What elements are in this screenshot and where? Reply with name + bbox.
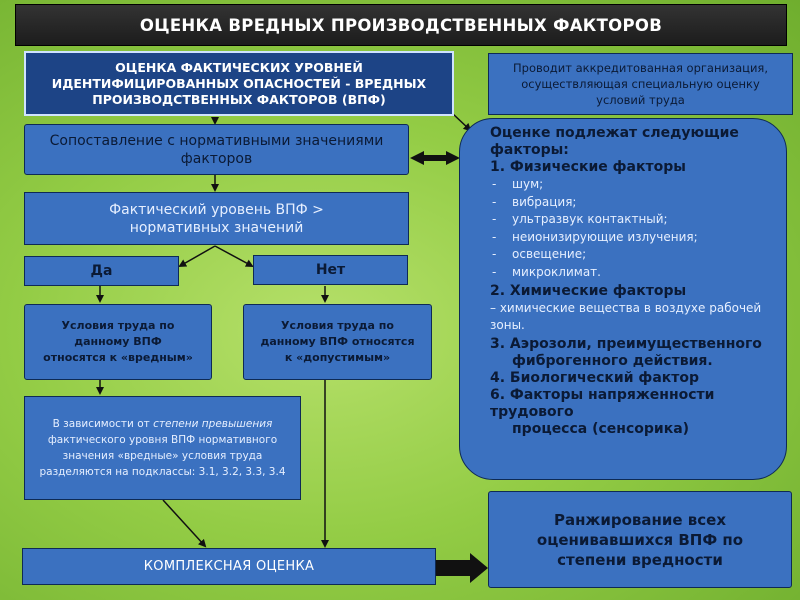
aerosol-heading-2: фиброгенного действия. xyxy=(512,353,713,369)
subclass-text-part2: степени превышения xyxy=(153,418,273,430)
labor-heading-2: процесса (сенсорика) xyxy=(512,421,690,437)
fat-arrow-complex-to-ranking xyxy=(436,553,488,583)
physical-item: ультразвук контактный; xyxy=(490,211,778,229)
chemical-text: – химические вещества в воздухе рабочей … xyxy=(490,301,762,332)
double-arrow-comparison-factors xyxy=(410,151,460,165)
chemical-heading: 2. Химические факторы xyxy=(490,283,687,299)
yes-text: Да xyxy=(90,263,113,279)
no-box: Нет xyxy=(253,255,408,285)
yes-box: Да xyxy=(24,256,179,286)
actual-level-text: Фактический уровень ВПФ > нормативных зн… xyxy=(109,201,324,236)
actual-level-box: Фактический уровень ВПФ > нормативных зн… xyxy=(24,192,409,245)
arrow-assessment-to-factors xyxy=(451,112,472,132)
arrow-actual-to-no xyxy=(214,245,254,267)
physical-item: шум; xyxy=(490,176,778,194)
comparison-box: Сопоставление с нормативными значениями … xyxy=(24,124,409,175)
factors-panel: Оценке подлежат следующие факторы: 1. Фи… xyxy=(459,118,787,480)
subclass-text-part3: фактического уровня ВПФ нормативного зна… xyxy=(39,434,286,478)
physical-item: вибрация; xyxy=(490,194,778,212)
subclass-text: В зависимости от степени превышения факт… xyxy=(35,416,290,480)
labor-heading-1: 6. Факторы напряженности трудового xyxy=(490,387,715,420)
physical-heading: 1. Физические факторы xyxy=(490,159,686,175)
physical-item: микроклимат. xyxy=(490,264,778,282)
acceptable-box: Условия труда по данному ВПФ относятся к… xyxy=(243,304,432,380)
harmful-box: Условия труда по данному ВПФ относятся к… xyxy=(24,304,212,380)
assessment-box: ОЦЕНКА ФАКТИЧЕСКИХ УРОВНЕЙ ИДЕНТИФИЦИРОВ… xyxy=(24,51,454,116)
assessment-text: ОЦЕНКА ФАКТИЧЕСКИХ УРОВНЕЙ ИДЕНТИФИЦИРОВ… xyxy=(51,59,427,107)
ranking-text: Ранжирование всех оценивавшихся ВПФ по с… xyxy=(536,510,744,569)
factors-heading: Оценке подлежат следующие факторы: xyxy=(490,125,739,158)
harmful-text: Условия труда по данному ВПФ относятся к… xyxy=(43,319,193,364)
arrow-subclass-to-complex xyxy=(162,499,207,548)
arrow-actual-to-yes xyxy=(178,245,216,267)
comparison-text: Сопоставление с нормативными значениями … xyxy=(49,132,384,167)
acceptable-text: Условия труда по данному ВПФ относятся к… xyxy=(260,319,415,364)
physical-item: освещение; xyxy=(490,246,778,264)
accredited-box: Проводит аккредитованная организация, ос… xyxy=(488,53,793,115)
ranking-box: Ранжирование всех оценивавшихся ВПФ по с… xyxy=(488,491,792,588)
physical-list: шум; вибрация; ультразвук контактный; не… xyxy=(490,176,778,281)
accredited-text: Проводит аккредитованная организация, ос… xyxy=(513,61,768,107)
bio-heading: 4. Биологический фактор xyxy=(490,370,700,386)
no-text: Нет xyxy=(315,262,346,278)
page-title: ОЦЕНКА ВРЕДНЫХ ПРОИЗВОДСТВЕННЫХ ФАКТОРОВ xyxy=(15,4,787,46)
aerosol-heading-1: 3. Аэрозоли, преимущественного xyxy=(490,336,762,352)
page-title-text: ОЦЕНКА ВРЕДНЫХ ПРОИЗВОДСТВЕННЫХ ФАКТОРОВ xyxy=(139,15,663,35)
subclass-box: В зависимости от степени превышения факт… xyxy=(24,396,301,500)
complex-text: КОМПЛЕКСНАЯ ОЦЕНКА xyxy=(143,559,315,574)
subclass-text-part1: В зависимости от xyxy=(52,418,154,430)
complex-box: КОМПЛЕКСНАЯ ОЦЕНКА xyxy=(22,548,436,585)
physical-item: неионизирующие излучения; xyxy=(490,229,778,247)
